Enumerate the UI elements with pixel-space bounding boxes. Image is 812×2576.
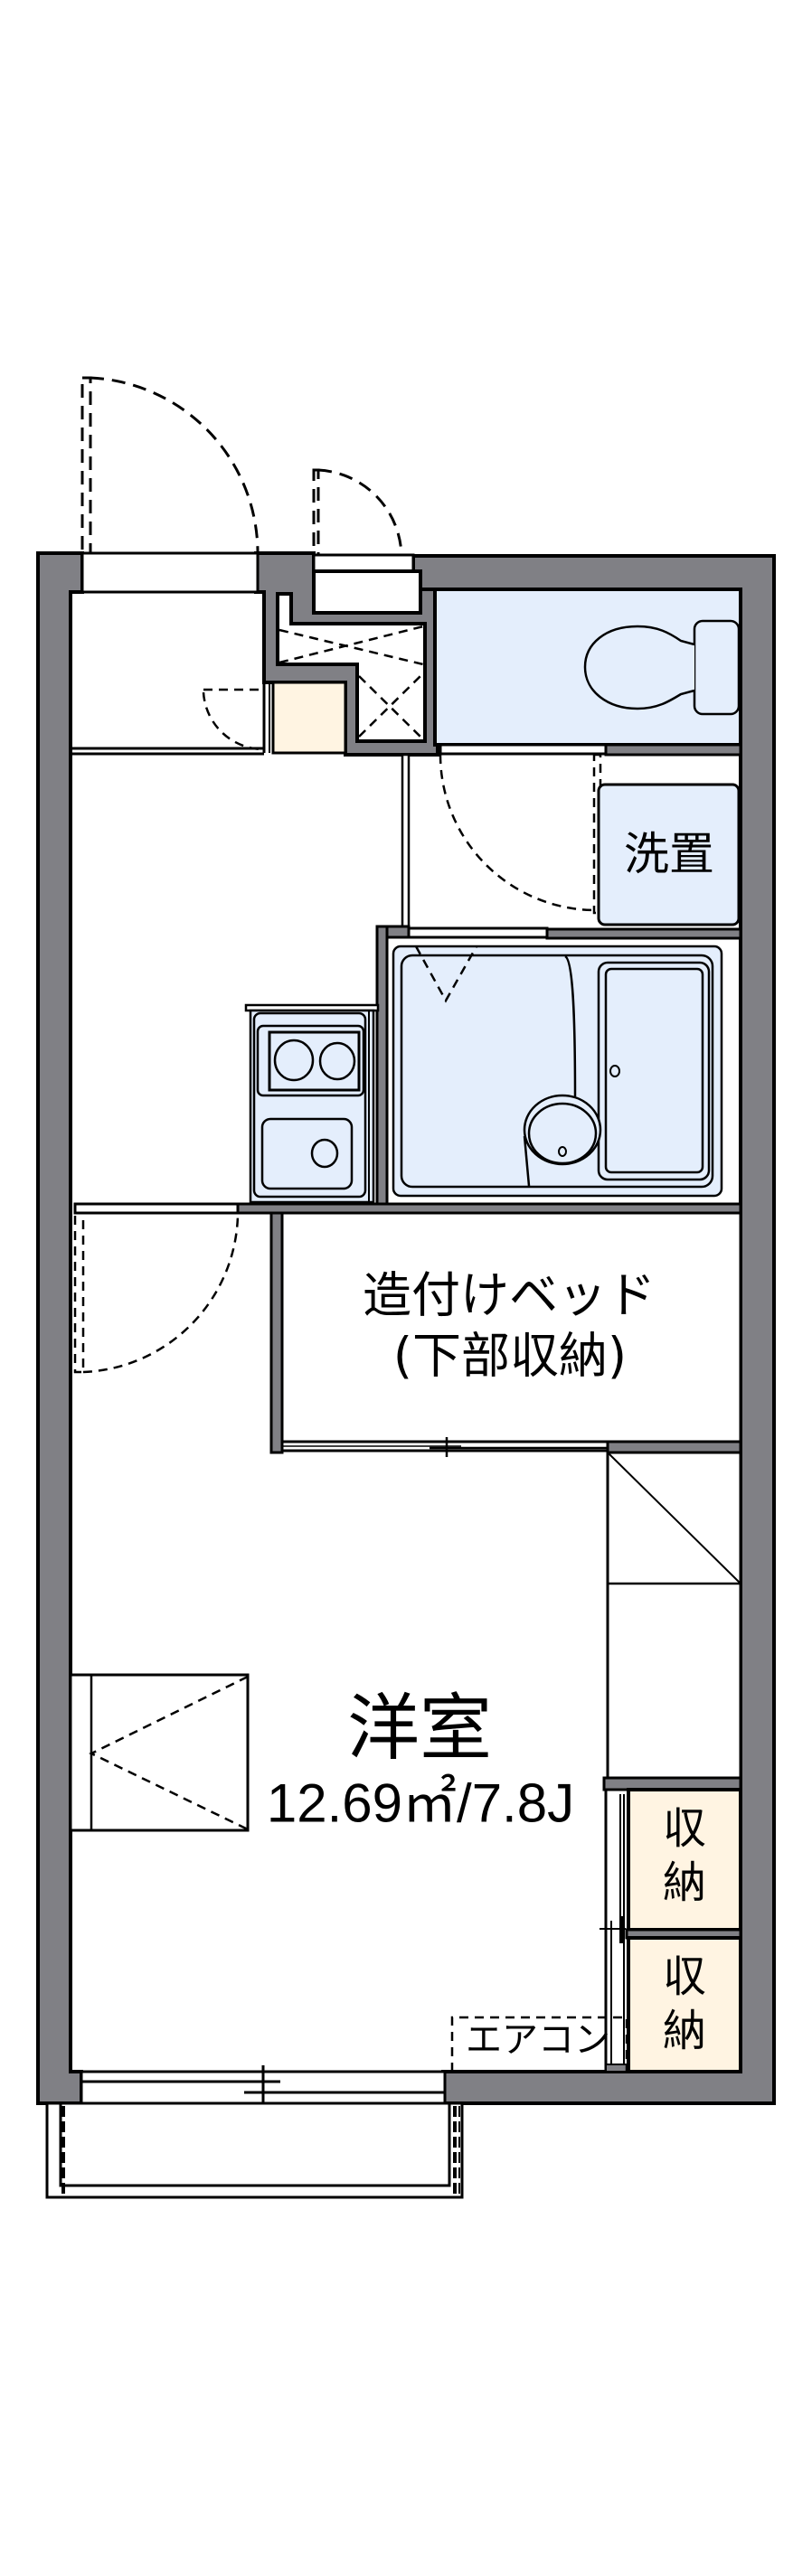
toilet-door-frame [439, 743, 608, 756]
toilet-door-swing [439, 753, 602, 915]
entrance-closet [276, 592, 427, 743]
toilet-icon [583, 619, 741, 716]
bathtub-icon [597, 961, 711, 1181]
built-in-bed-label: 造付けベッド [363, 1267, 656, 1324]
bed-left-wall [269, 1211, 284, 1454]
meter-box-door-icon [312, 468, 403, 559]
laundry-space-label: 洗置 [624, 828, 714, 880]
storage-upper: 収 納 [627, 1788, 742, 1932]
toilet-washroom-wall [604, 743, 742, 757]
wall-unit-icon [69, 1673, 250, 1832]
kitchen-sink-icon [260, 1117, 354, 1190]
western-room-name: 洋室 [347, 1687, 492, 1771]
shoe-cabinet-door-swing [202, 688, 265, 751]
storage-upper-label-1: 収 [663, 1803, 706, 1854]
shoe-cabinet-icon [262, 681, 347, 755]
room-door-swing [73, 1211, 240, 1374]
entrance-door-frame [80, 551, 260, 594]
entrance-door-icon [80, 376, 260, 555]
air-conditioner-icon: エアコン [450, 2016, 628, 2072]
storage-upper-label-2: 納 [663, 1857, 706, 1908]
room-door-frame [73, 1202, 240, 1215]
storage-sliding-doors [600, 1790, 629, 2073]
built-in-bed-sublabel: (下部収納) [393, 1328, 627, 1385]
bed-sliding-door [282, 1437, 608, 1457]
entrance-step [71, 747, 264, 756]
closet-icon [606, 1451, 742, 1780]
wash-basin-icon [523, 1094, 602, 1166]
balcony-icon [45, 2101, 464, 2199]
built-in-bed-icon: 造付けベッド (下部収納) [280, 1211, 742, 1443]
bathroom-folding-door [414, 945, 478, 1003]
storage-lower-label-2: 納 [663, 2006, 706, 2056]
closet-top-wall [606, 1440, 742, 1454]
western-room-area: 12.69㎡/7.8J [267, 1773, 574, 1834]
air-conditioner-label: エアコン [466, 2019, 610, 2061]
hallway-partition [401, 753, 411, 928]
washing-machine-space-icon: 洗置 [597, 783, 741, 926]
two-burner-stove-icon [256, 1024, 365, 1097]
storage-lower-label-1: 収 [663, 1951, 706, 2002]
meter-box [312, 553, 422, 615]
storage-lower: 収 納 [627, 1936, 742, 2073]
bathroom-door-frame [407, 926, 549, 939]
